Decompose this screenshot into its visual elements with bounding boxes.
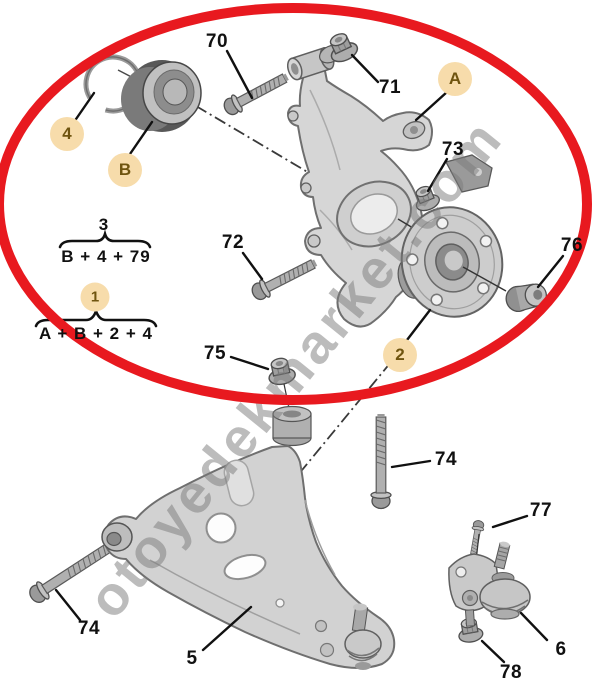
- callout-72: 72: [221, 232, 245, 253]
- hub-nut-axis-line: [462, 266, 507, 292]
- callout-6: 6: [555, 639, 567, 660]
- callout-76: 76: [560, 235, 584, 256]
- ball-joint: [448, 541, 531, 627]
- callout-70: 70: [205, 31, 229, 52]
- formula-1-components: B + 4 + 79: [61, 247, 151, 266]
- callout-75: 75: [203, 343, 227, 364]
- nut-76: [505, 283, 547, 313]
- callout-73: 73: [441, 139, 465, 160]
- badge-B: B: [108, 153, 142, 187]
- callout-78: 78: [499, 662, 523, 683]
- callout-77: 77: [529, 500, 553, 521]
- badge-1: 1: [80, 282, 110, 312]
- badge-A: A: [438, 62, 472, 96]
- badge-2: 2: [383, 338, 417, 372]
- badge-4: 4: [50, 117, 84, 151]
- steering-knuckle: [286, 47, 493, 328]
- callout-74-right: 74: [434, 449, 458, 470]
- highlight-ellipse: [0, 3, 592, 405]
- callout-71: 71: [378, 77, 402, 98]
- formula-1-kit-number: 3: [98, 215, 110, 234]
- callout-74-left: 74: [77, 618, 101, 639]
- control-arm: [101, 405, 396, 670]
- leader-lines: [54, 49, 565, 664]
- callout-5: 5: [186, 648, 198, 669]
- formula-2-components: A + B + 2 + 4: [39, 324, 153, 343]
- wheel-hub: [397, 206, 504, 318]
- wheel-bearing: [121, 60, 202, 132]
